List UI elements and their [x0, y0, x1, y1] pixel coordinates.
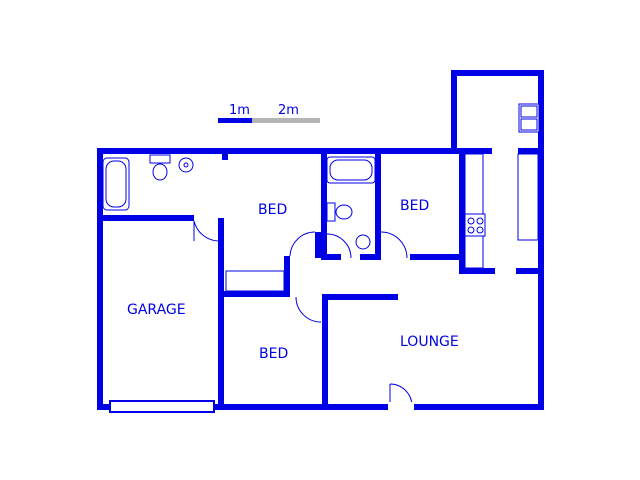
scale-bar-primary [218, 118, 252, 123]
wall-bed1-bottom [222, 291, 290, 297]
toilet-2-icon [335, 204, 353, 220]
front-door-opening [388, 402, 414, 410]
toilet-icon [152, 163, 168, 181]
wall-kitchen-step [518, 148, 540, 154]
wall-bed1-right-stub [284, 256, 290, 297]
door-swing-bed1 [289, 231, 316, 257]
wall-top [97, 148, 492, 154]
room-labels: BED BED BED GARAGE LOUNGE [127, 198, 459, 362]
wall-kitchen-top [451, 70, 543, 76]
wall-kitchen-bottom-right [516, 268, 542, 274]
counter-right [517, 153, 539, 241]
wall-garage-right [218, 218, 224, 410]
stove-icon [464, 213, 486, 237]
wall-bed2-bottom [410, 254, 460, 260]
door-swing-bed3 [295, 296, 322, 323]
wall-bed3-right [322, 294, 328, 410]
sink-bowl-2 [520, 118, 538, 131]
scale-bar-secondary [252, 118, 320, 123]
wall-stub-top [222, 152, 228, 160]
wall-bath2-left-lower [321, 230, 327, 258]
walls [97, 70, 544, 410]
basin-drain-icon [183, 162, 189, 168]
scale-label-2m: 2m [278, 103, 299, 118]
closet-bed1 [225, 270, 285, 292]
bathtub-inner [105, 160, 127, 208]
stove-burner-3 [467, 226, 475, 234]
wall-bath2-right [375, 152, 381, 256]
room-label-garage: GARAGE [127, 302, 186, 318]
wall-right [538, 70, 544, 410]
stove-burner-4 [476, 226, 484, 234]
scale-bar: 1m 2m [218, 103, 320, 123]
stove-burner-2 [476, 217, 484, 225]
door-swing-bath2 [326, 233, 352, 259]
toilet-tank-icon [149, 154, 171, 164]
counter-left [464, 153, 484, 269]
room-label-bed-2: BED [400, 198, 429, 214]
basin-2-icon [355, 234, 371, 250]
wall-bath2-bottom-right [360, 254, 381, 260]
wall-bed2-right [459, 148, 465, 272]
wall-kitchen-bottom-left [459, 268, 495, 274]
scale-label-1m: 1m [229, 103, 250, 118]
door-swing-bed2 [380, 231, 408, 259]
wall-bath2-bottom-left [321, 254, 341, 260]
garage-door [109, 400, 215, 413]
wall-left [97, 148, 103, 410]
bathroom-2-fixtures [326, 156, 376, 259]
wall-kitchen-left [451, 70, 457, 154]
room-label-lounge: LOUNGE [400, 334, 459, 350]
wall-bath-garage [97, 215, 194, 221]
stove-burner-1 [467, 217, 475, 225]
bathtub-2-inner [329, 159, 373, 181]
kitchen-fixtures [464, 103, 540, 269]
room-label-bed-3: BED [259, 346, 288, 362]
bathroom-1-fixtures [102, 154, 221, 242]
toilet-2-tank-icon [326, 202, 336, 222]
wall-bed1-right [315, 232, 321, 258]
sink-bowl-1 [520, 105, 538, 118]
wall-bottom [97, 404, 544, 410]
wall-bath2-left [321, 152, 327, 234]
wall-lounge-top [322, 294, 398, 300]
door-swing-bath1 [193, 220, 221, 242]
doors [289, 231, 414, 410]
room-label-bed-1: BED [258, 202, 287, 218]
basin-icon [178, 157, 194, 173]
